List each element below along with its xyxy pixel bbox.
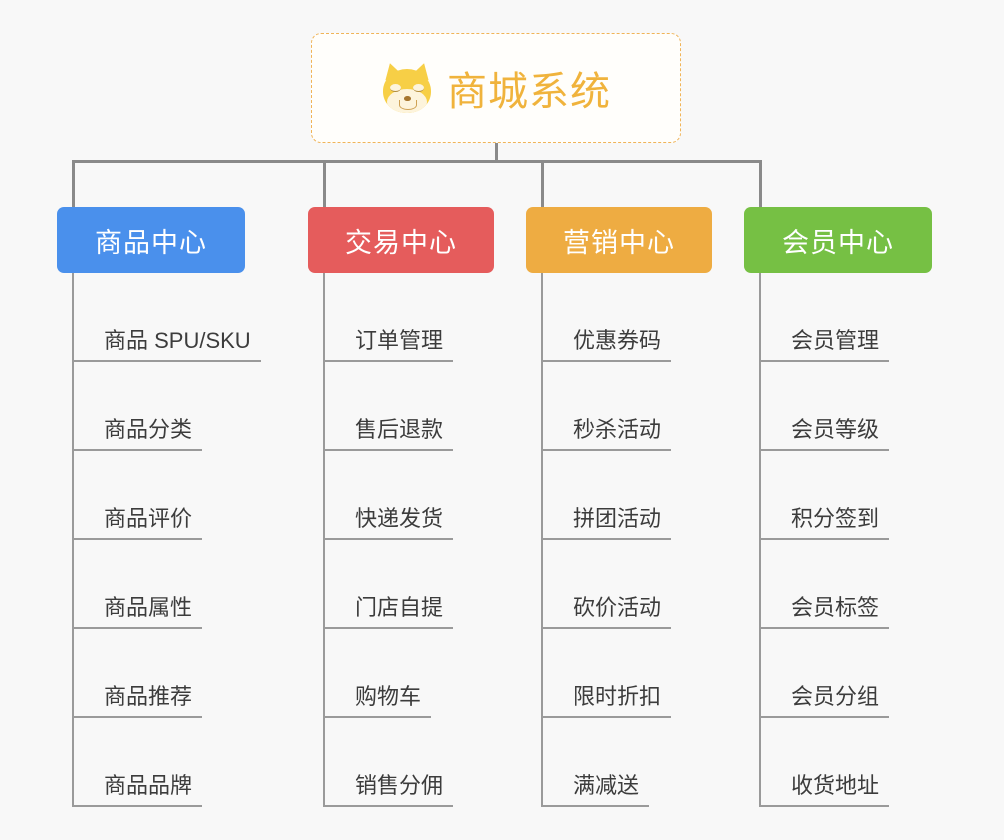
leaf-item-label: 商品属性 <box>72 597 203 629</box>
branch-header-3[interactable]: 会员中心 <box>744 207 932 273</box>
leaf-item[interactable]: 商品品牌 <box>72 718 261 807</box>
leaf-item-label: 会员标签 <box>759 597 890 629</box>
leaf-list-2: 优惠券码秒杀活动拼团活动砍价活动限时折扣满减送 <box>541 273 672 807</box>
leaf-item[interactable]: 会员标签 <box>759 540 890 629</box>
leaf-item-label: 砍价活动 <box>541 597 672 629</box>
leaf-item[interactable]: 商品 SPU/SKU <box>72 273 261 362</box>
leaf-item-label: 会员分组 <box>759 686 890 718</box>
leaf-item-label: 订单管理 <box>323 330 454 362</box>
leaf-item-label: 门店自提 <box>323 597 454 629</box>
leaf-item-label: 购物车 <box>323 686 432 718</box>
leaf-item[interactable]: 会员分组 <box>759 629 890 718</box>
branch-drop-wire-1 <box>323 160 326 207</box>
branch-header-0[interactable]: 商品中心 <box>57 207 245 273</box>
leaf-item-label: 满减送 <box>541 775 650 807</box>
leaf-item-label: 商品 SPU/SKU <box>72 330 261 362</box>
leaf-list-3: 会员管理会员等级积分签到会员标签会员分组收货地址 <box>759 273 890 807</box>
root-title: 商城系统 <box>447 70 611 114</box>
leaf-item[interactable]: 商品分类 <box>72 362 261 451</box>
branch-header-2[interactable]: 营销中心 <box>526 207 712 273</box>
leaf-item[interactable]: 限时折扣 <box>541 629 672 718</box>
branch-spine-3 <box>759 273 761 807</box>
leaf-item[interactable]: 快递发货 <box>323 451 454 540</box>
leaf-item-label: 收货地址 <box>759 775 890 807</box>
leaf-item[interactable]: 订单管理 <box>323 273 454 362</box>
leaf-item[interactable]: 满减送 <box>541 718 671 807</box>
leaf-item-label: 商品分类 <box>72 419 203 451</box>
branch-spine-2 <box>541 273 543 807</box>
branch-column-1: 交易中心订单管理售后退款快递发货门店自提购物车销售分佣 <box>308 207 494 807</box>
leaf-item-label: 商品推荐 <box>72 686 203 718</box>
leaf-item[interactable]: 商品评价 <box>72 451 261 540</box>
leaf-item[interactable]: 秒杀活动 <box>541 362 672 451</box>
branch-column-2: 营销中心优惠券码秒杀活动拼团活动砍价活动限时折扣满减送 <box>526 207 712 807</box>
shiba-dog-icon <box>381 60 433 114</box>
leaf-item-label: 商品评价 <box>72 508 203 540</box>
leaf-item[interactable]: 积分签到 <box>759 451 890 540</box>
branch-drop-wire-0 <box>72 160 75 207</box>
branch-drop-wire-3 <box>759 160 762 207</box>
leaf-item[interactable]: 砍价活动 <box>541 540 672 629</box>
leaf-item-label: 秒杀活动 <box>541 419 672 451</box>
leaf-list-0: 商品 SPU/SKU 商品分类商品评价商品属性商品推荐商品品牌 <box>72 273 261 807</box>
leaf-item[interactable]: 门店自提 <box>323 540 454 629</box>
leaf-item[interactable]: 会员等级 <box>759 362 890 451</box>
leaf-item-label: 积分签到 <box>759 508 890 540</box>
leaf-item[interactable]: 收货地址 <box>759 718 890 807</box>
leaf-list-1: 订单管理售后退款快递发货门店自提购物车销售分佣 <box>323 273 454 807</box>
leaf-item-label: 售后退款 <box>323 419 454 451</box>
leaf-item-label: 快递发货 <box>323 508 454 540</box>
leaf-item-label: 拼团活动 <box>541 508 672 540</box>
leaf-item-label: 优惠券码 <box>541 330 672 362</box>
branch-column-3: 会员中心会员管理会员等级积分签到会员标签会员分组收货地址 <box>744 207 932 807</box>
leaf-item-label: 会员管理 <box>759 330 890 362</box>
horizontal-bus-wire <box>72 160 762 163</box>
branch-column-0: 商品中心商品 SPU/SKU 商品分类商品评价商品属性商品推荐商品品牌 <box>57 207 261 807</box>
branch-spine-1 <box>323 273 325 807</box>
leaf-item[interactable]: 优惠券码 <box>541 273 672 362</box>
leaf-item-label: 会员等级 <box>759 419 890 451</box>
leaf-item[interactable]: 会员管理 <box>759 273 890 362</box>
leaf-item[interactable]: 购物车 <box>323 629 453 718</box>
leaf-item[interactable]: 商品推荐 <box>72 629 261 718</box>
root-node[interactable]: 商城系统 <box>311 33 681 143</box>
leaf-item-label: 商品品牌 <box>72 775 203 807</box>
branch-spine-0 <box>72 273 74 807</box>
leaf-item[interactable]: 销售分佣 <box>323 718 454 807</box>
leaf-item-label: 销售分佣 <box>323 775 454 807</box>
root-stem-wire <box>495 143 498 163</box>
branch-drop-wire-2 <box>541 160 544 207</box>
leaf-item[interactable]: 商品属性 <box>72 540 261 629</box>
leaf-item-label: 限时折扣 <box>541 686 672 718</box>
leaf-item[interactable]: 拼团活动 <box>541 451 672 540</box>
branch-header-1[interactable]: 交易中心 <box>308 207 494 273</box>
leaf-item[interactable]: 售后退款 <box>323 362 454 451</box>
